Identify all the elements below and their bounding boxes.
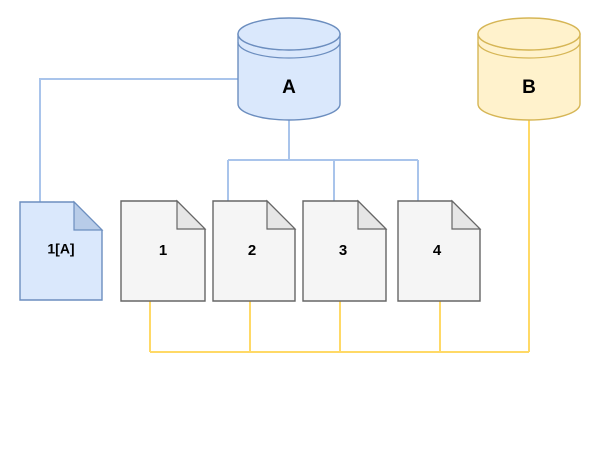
node-cylinder-b[interactable]: B [477, 17, 581, 121]
yellow-edge-group [149, 120, 530, 353]
doc-1-fold [176, 199, 207, 230]
doc-3-fold [357, 199, 388, 230]
cylinder-b-label: B [522, 77, 536, 98]
node-doc-3[interactable]: 3 [302, 199, 388, 302]
cylinder-a-top [237, 17, 341, 51]
doc-3-label: 3 [339, 242, 347, 259]
cylinder-b-top [477, 17, 581, 51]
doc-1a-fold [73, 200, 104, 231]
node-doc-4[interactable]: 4 [397, 199, 482, 302]
edge-a-to-doc1a[interactable] [39, 78, 238, 202]
doc-2-fold [266, 199, 297, 230]
cylinder-a-ring-2 [237, 41, 341, 59]
doc-1-label: 1 [159, 242, 167, 259]
blue-edge-group [39, 78, 419, 202]
doc-1a-label: 1[A] [47, 241, 74, 257]
node-doc-2[interactable]: 2 [212, 199, 297, 302]
node-cylinder-a[interactable]: A [237, 17, 341, 121]
doc-2-label: 2 [248, 242, 256, 259]
node-doc-1a[interactable]: 1[A] [19, 200, 104, 301]
cylinder-b-ring-2 [477, 41, 581, 59]
node-doc-1[interactable]: 1 [120, 199, 207, 302]
doc-4-label: 4 [433, 242, 442, 259]
doc-4-fold [451, 199, 482, 230]
cylinder-a-label: A [282, 77, 296, 98]
